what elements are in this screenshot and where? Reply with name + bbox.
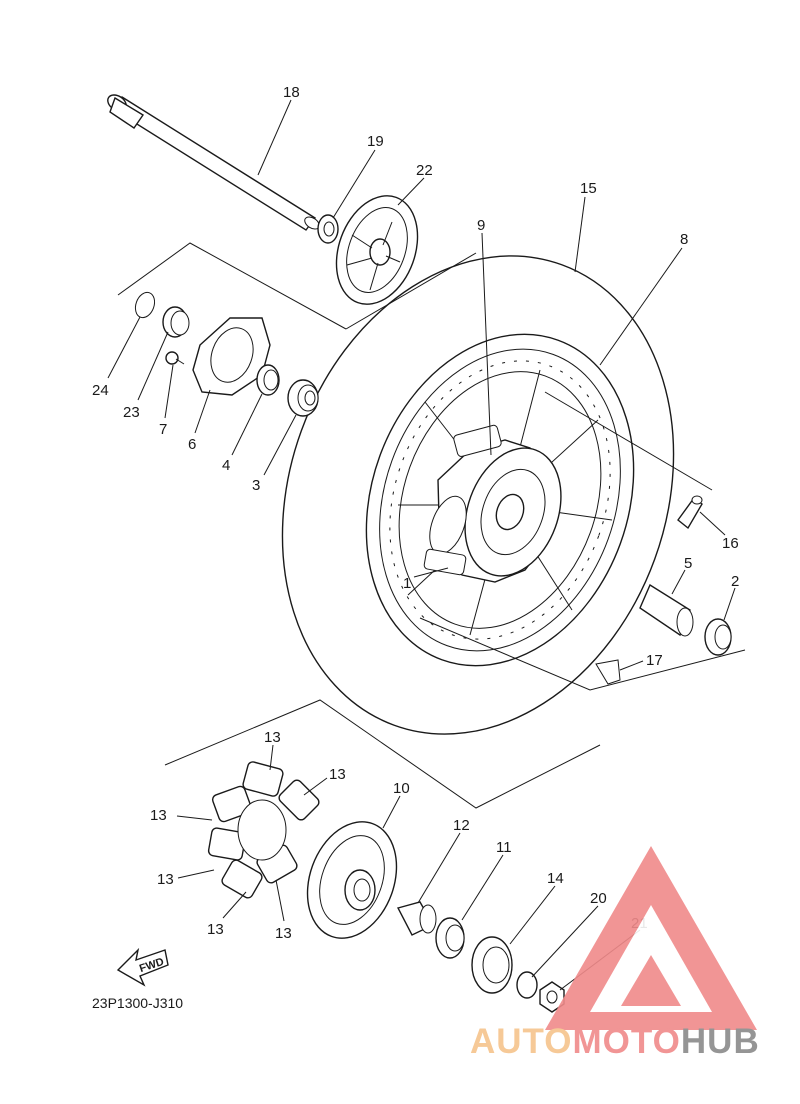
svg-text:AUTOMOTOHUB: AUTOMOTOHUB (470, 1022, 760, 1061)
callout-1: 1 (403, 575, 411, 592)
watermark-triangle-icon (545, 846, 757, 1030)
callout-13-lower-left: 13 (157, 871, 174, 888)
watermark-moto: MOTO (573, 1022, 681, 1061)
callout-9: 9 (477, 217, 485, 234)
watermark-auto: AUTO (470, 1022, 573, 1061)
callout-6: 6 (188, 436, 196, 453)
bearing-11 (435, 917, 465, 959)
fwd-arrow-icon: FWD (116, 947, 169, 987)
callout-15: 15 (580, 180, 597, 197)
callout-13-upper-right: 13 (329, 766, 346, 783)
plate-6 (192, 317, 271, 396)
callout-13-top: 13 (264, 729, 281, 746)
callout-5: 5 (684, 555, 692, 572)
callout-17: 17 (646, 652, 663, 669)
hub-cover-22 (335, 195, 419, 305)
callout-3: 3 (252, 477, 260, 494)
automotohub-watermark: AUTOMOTOHUB (470, 846, 760, 1061)
bearing-2 (704, 618, 732, 656)
o-ring-24 (134, 291, 156, 319)
lower-assembly-outline (164, 699, 601, 809)
callout-16: 16 (722, 535, 739, 552)
callout-8: 8 (680, 231, 688, 248)
callout-11: 11 (496, 839, 512, 856)
collar-12 (396, 901, 437, 936)
upper-assembly-outline (117, 242, 477, 330)
bearing-3 (287, 379, 319, 417)
callout-12: 12 (453, 817, 470, 834)
callout-20: 20 (590, 890, 607, 907)
callout-13-left: 13 (150, 807, 167, 824)
nut-21 (539, 981, 565, 1013)
clutch-hub-10 (306, 821, 398, 939)
diagram-code: 23P1300-J310 (92, 995, 183, 1011)
callout-7: 7 (159, 421, 167, 438)
callout-10: 10 (393, 780, 410, 797)
oil-seal-14 (471, 936, 513, 994)
callout-14: 14 (547, 870, 564, 887)
hub (423, 424, 562, 583)
callout-24: 24 (92, 382, 109, 399)
axle (107, 94, 320, 231)
leader-lines (107, 99, 736, 991)
collar-23 (162, 306, 190, 338)
washer-20 (516, 971, 538, 999)
oil-seal-4 (256, 364, 280, 396)
callout-2: 2 (731, 573, 739, 590)
bolt-7 (165, 351, 185, 365)
watermark-hub: HUB (681, 1022, 760, 1061)
clip-17 (595, 659, 621, 685)
right-assembly-outline (419, 391, 746, 691)
callout-23: 23 (123, 404, 140, 421)
callout-4: 4 (222, 457, 230, 474)
callout-13-bottom-right: 13 (275, 925, 292, 942)
spacer-5 (639, 583, 694, 637)
callout-13-bottom-left: 13 (207, 921, 224, 938)
callout-19: 19 (367, 133, 384, 150)
dampers-13 (207, 761, 320, 899)
callout-18: 18 (283, 84, 300, 101)
valve-16 (677, 495, 703, 530)
callout-22: 22 (416, 162, 433, 179)
